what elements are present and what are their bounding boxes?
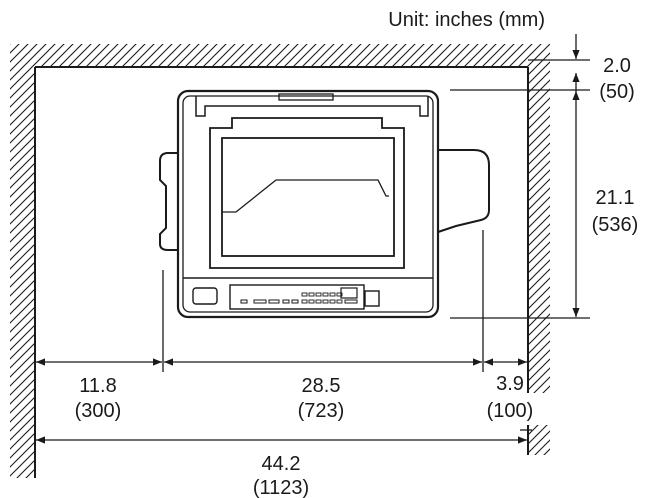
- right-wall-lower: [528, 425, 550, 455]
- panel-key: [240, 299, 248, 304]
- original-guide-outline: [222, 179, 389, 213]
- wall-hatching: [10, 44, 550, 478]
- panel-key: [253, 299, 267, 304]
- platen-glass: [221, 137, 395, 257]
- panel-display-area: [229, 284, 365, 310]
- machine-width-mm: (723): [298, 400, 345, 422]
- start-key: [364, 290, 380, 307]
- panel-key: [282, 299, 290, 304]
- right-clearance-mm: (100): [487, 400, 534, 422]
- panel-key: [268, 299, 280, 304]
- panel-key: [344, 299, 358, 304]
- cover-notch: [278, 93, 334, 101]
- depth-mm: (536): [592, 214, 639, 236]
- power-switch: [192, 287, 218, 305]
- panel-display: [340, 287, 358, 299]
- panel-key: [291, 299, 299, 304]
- right-wall: [528, 67, 550, 393]
- machine-top-view: [159, 89, 490, 319]
- total-width-mm: (1123): [253, 477, 309, 498]
- extension-lines: [162, 59, 590, 431]
- top-clearance-inches: 2.0: [603, 55, 631, 77]
- unit-note: Unit: inches (mm): [388, 9, 545, 31]
- machine-width-inches: 28.5: [302, 375, 341, 397]
- left-side-tray: [159, 152, 178, 251]
- right-side-tray: [437, 149, 490, 233]
- numeric-keypad: [301, 292, 343, 304]
- left-clearance-inches: 11.8: [79, 375, 116, 397]
- depth-inches: 21.1: [596, 187, 635, 209]
- labels: Unit: inches (mm) 2.0 (50) 21.1 (536) 11…: [75, 9, 639, 498]
- machine-inner-outline: [182, 95, 434, 313]
- dimension-arrows: [36, 34, 580, 444]
- control-panel: [192, 284, 380, 310]
- total-width-inches: 44.2: [262, 453, 301, 475]
- top-clearance-mm: (50): [599, 81, 635, 103]
- platen-frame: [209, 117, 405, 269]
- top-cover-step: [195, 96, 429, 117]
- machine-body: [176, 89, 440, 319]
- left-clearance-mm: (300): [75, 400, 122, 422]
- right-clearance-inches: 3.9: [496, 373, 524, 395]
